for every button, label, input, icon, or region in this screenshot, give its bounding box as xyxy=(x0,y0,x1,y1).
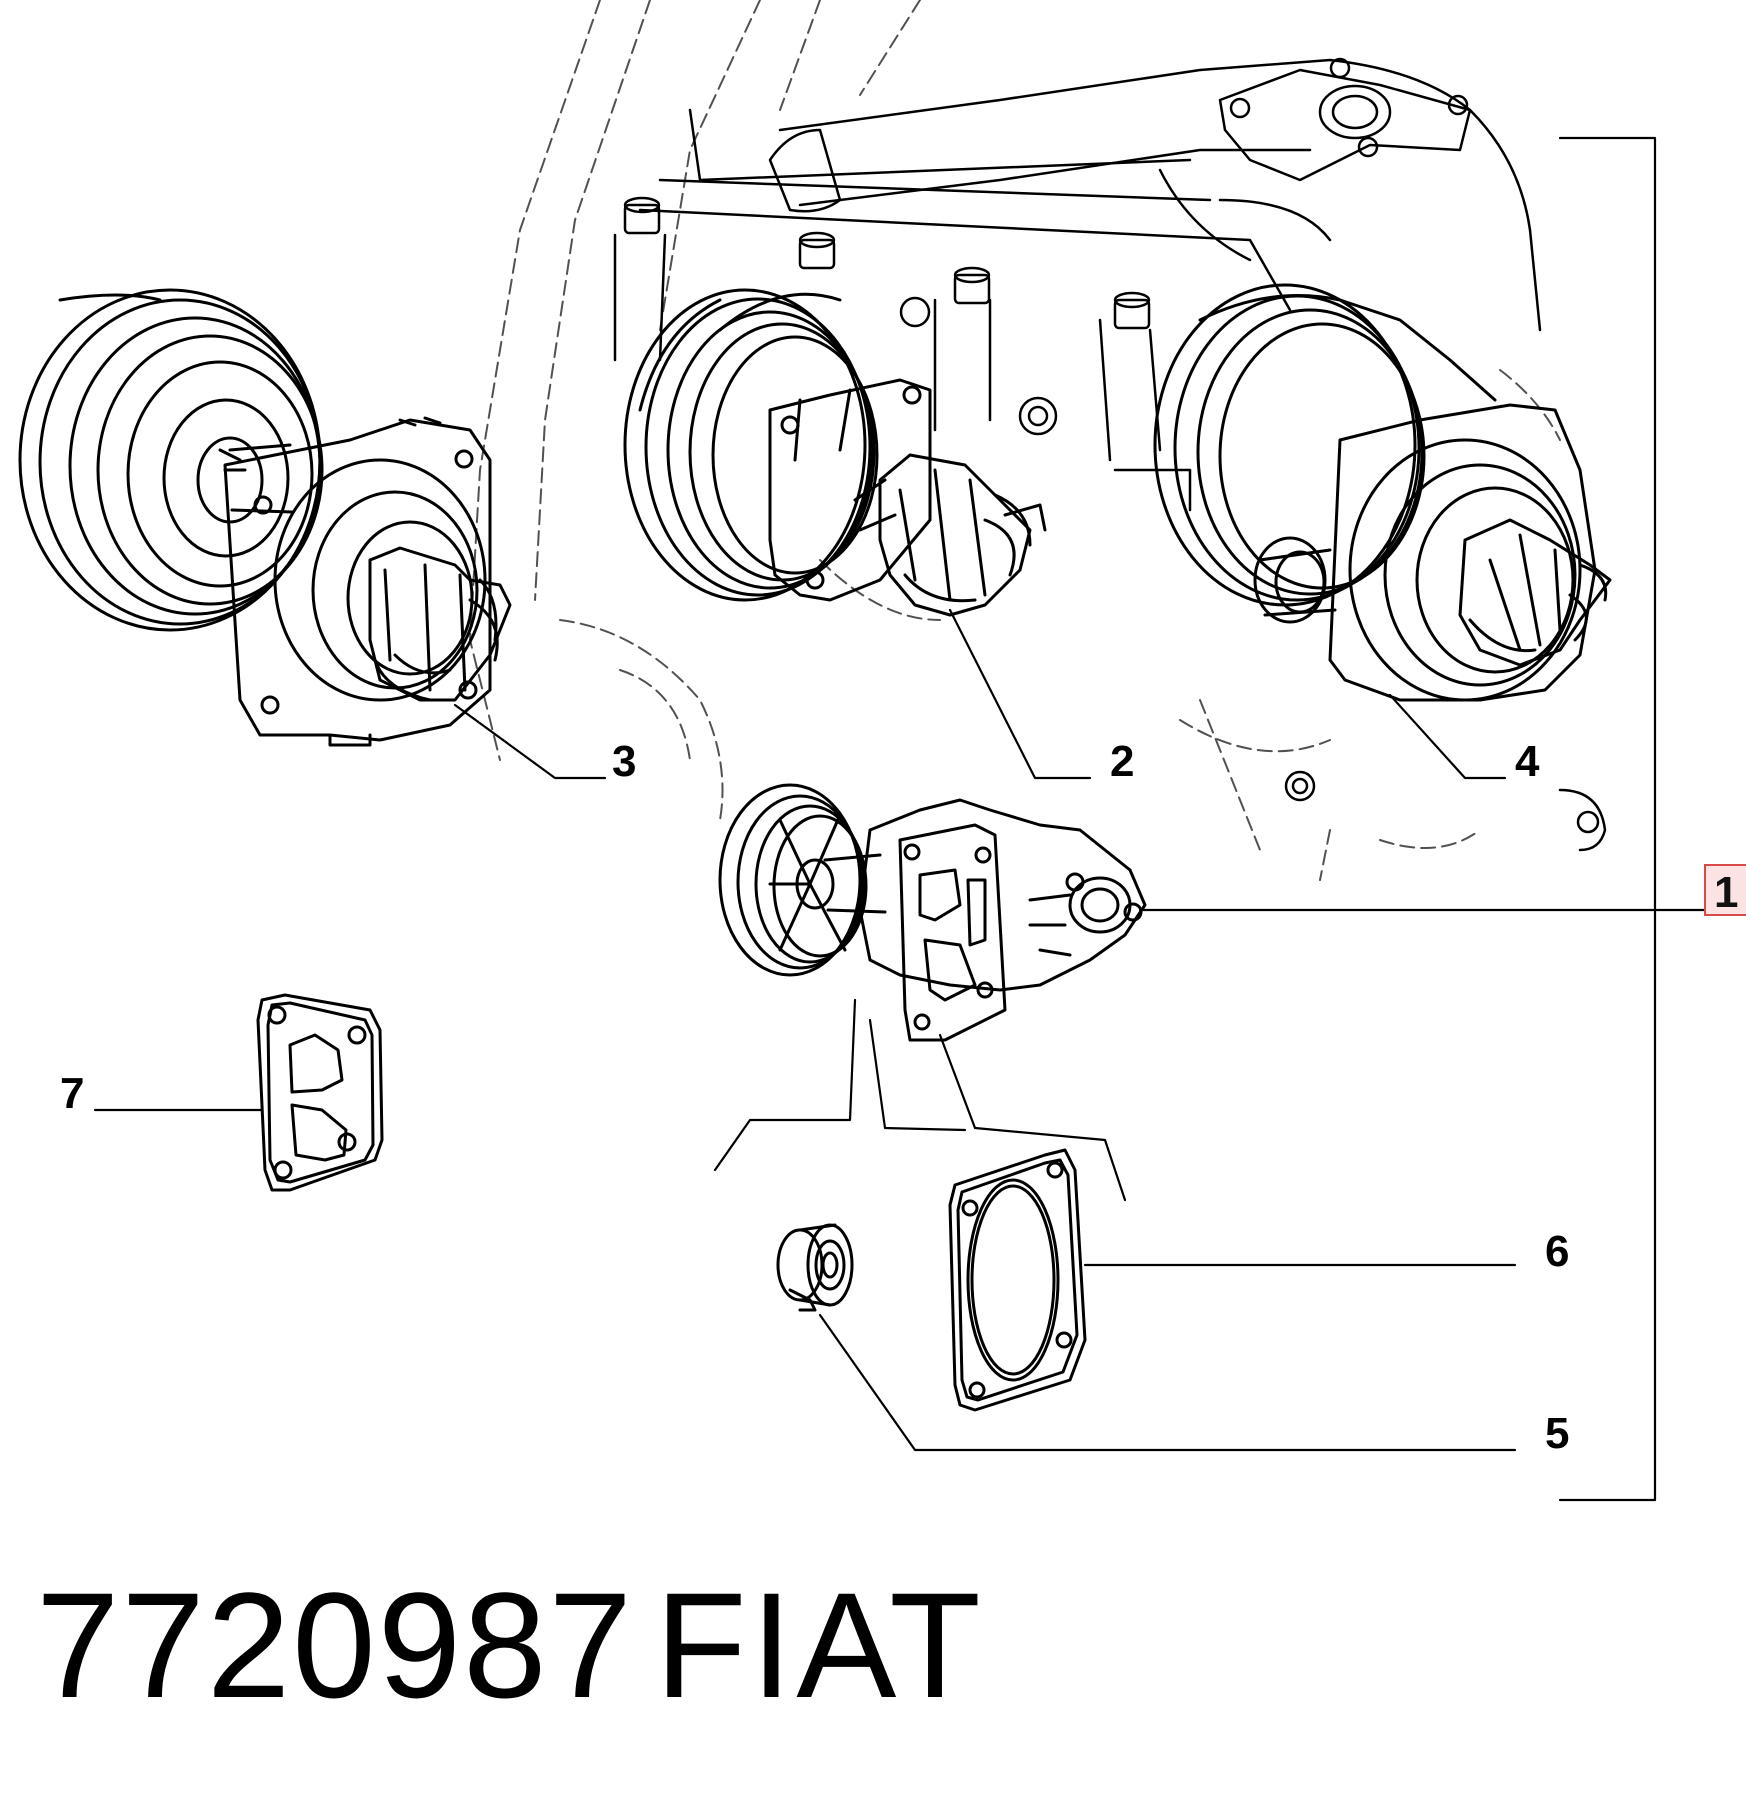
gasket-6 xyxy=(948,1148,1087,1412)
seal-5 xyxy=(776,1223,854,1312)
water-pump-assembly-1 xyxy=(718,783,1147,1042)
callout-label-1: 1 xyxy=(1714,868,1739,916)
callout-label-7: 7 xyxy=(60,1069,85,1118)
engine-block-outline xyxy=(469,0,1561,881)
brand-name: FIAT xyxy=(655,1561,985,1729)
callout-label-4: 4 xyxy=(1515,737,1540,786)
leader-lines xyxy=(93,136,1707,1502)
part-number: 7720987 xyxy=(36,1561,634,1729)
callout-label-3: 3 xyxy=(612,737,637,786)
gasket-7 xyxy=(256,993,384,1192)
callout-label-6: 6 xyxy=(1545,1227,1570,1276)
callout-label-5: 5 xyxy=(1545,1409,1570,1458)
cylinder-head xyxy=(613,57,1607,852)
callout-label-2: 2 xyxy=(1110,737,1135,786)
water-pump-variant-2 xyxy=(623,288,1047,617)
water-pump-variant-4 xyxy=(1153,283,1612,702)
water-pump-variant-3 xyxy=(18,288,512,747)
callout-label-1-highlighted[interactable]: 1 xyxy=(1704,864,1746,916)
head-bolts xyxy=(623,196,1151,330)
